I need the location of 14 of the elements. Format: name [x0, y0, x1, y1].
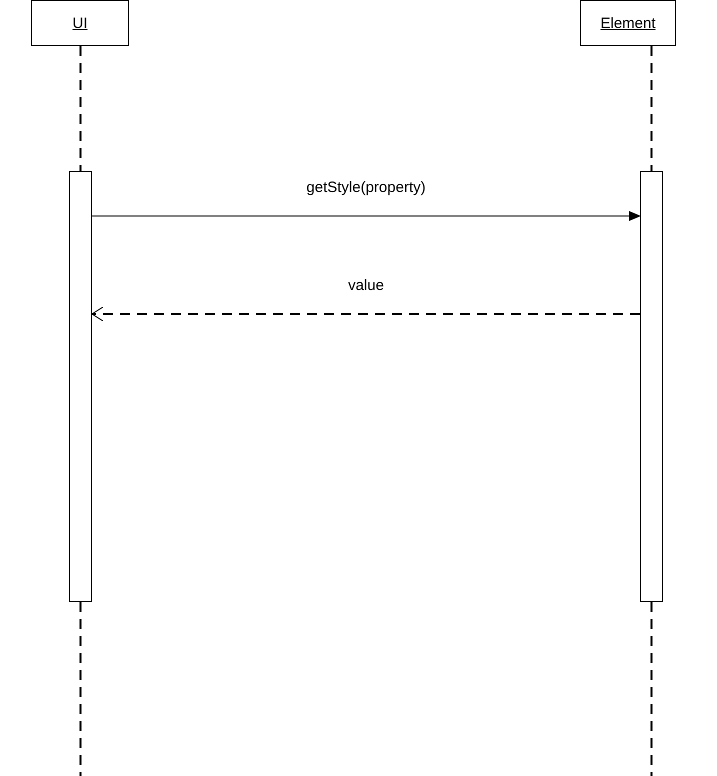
- message-arrow: [92, 211, 641, 221]
- edge-label: getStyle(property): [306, 179, 426, 196]
- participant-name: UI: [72, 14, 88, 32]
- activation-bar: [69, 171, 92, 602]
- lifeline: [650, 46, 652, 171]
- lifeline-head: [31, 0, 129, 46]
- lifeline: [80, 46, 82, 171]
- message-arrow: [92, 306, 640, 322]
- activation-bar: [640, 171, 663, 602]
- edge-label: value: [348, 277, 384, 294]
- lifeline: [650, 602, 652, 776]
- lifeline: [80, 602, 82, 776]
- lifeline-head: [580, 0, 676, 46]
- participant-name: Element: [600, 14, 656, 32]
